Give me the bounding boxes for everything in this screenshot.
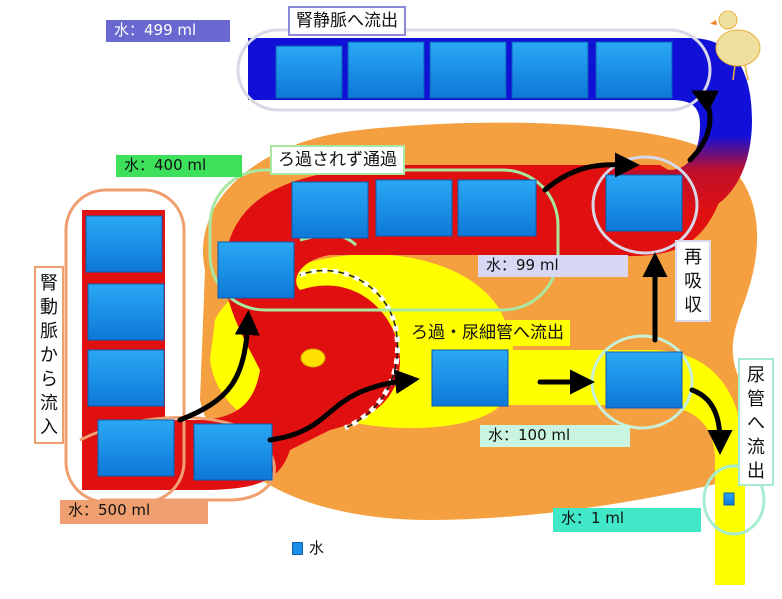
oval-ureter (702, 464, 766, 536)
arrow-efferent-to-vein (542, 152, 640, 193)
label-water-500: 水：500 ml (60, 500, 208, 524)
title-renal-artery: 腎動脈から流入 (34, 266, 64, 444)
water-block (85, 215, 163, 273)
legend: 水 (292, 537, 324, 558)
legend-water-swatch (292, 542, 303, 555)
label-water-1: 水：1 ml (553, 508, 701, 532)
water-block (97, 419, 175, 477)
label-water-499: 水：499 ml (106, 20, 230, 42)
title-to-ureter: 尿管へ流出 (738, 358, 774, 486)
water-block (87, 349, 165, 407)
water-block-filtered (431, 349, 509, 407)
legend-water-label: 水 (309, 539, 325, 557)
water-block (347, 41, 425, 99)
water-block (595, 41, 673, 99)
water-block (275, 45, 343, 99)
water-block-urine (723, 492, 735, 506)
water-block (87, 283, 165, 341)
title-reabsorption: 再吸収 (675, 240, 711, 322)
water-blocks-not-filtered (217, 179, 537, 299)
water-blocks-vein (275, 41, 673, 99)
glomerulus-spot (300, 348, 326, 368)
arrow-to-ureter (689, 387, 733, 455)
oval-renal-vein (236, 28, 712, 112)
water-block (511, 41, 589, 99)
label-water-99: 水：99 ml (478, 255, 628, 277)
water-block (193, 423, 273, 481)
filtration-barrier (299, 268, 401, 431)
water-block (291, 181, 369, 239)
title-not-filtered: ろ過されず通過 (270, 145, 405, 175)
arrow-to-vein (687, 90, 720, 163)
label-water-400: 水：400 ml (116, 155, 242, 177)
duck-illustration (710, 10, 761, 81)
arrow-artery-to-glomerulus (177, 310, 260, 423)
water-blocks-artery (85, 215, 273, 481)
title-renal-vein: 腎静脈へ流出 (288, 6, 406, 36)
water-block (217, 241, 295, 299)
arrow-filtration (267, 369, 420, 443)
water-block-tubule (605, 351, 683, 409)
water-block (457, 179, 537, 237)
water-block (429, 41, 507, 99)
flow-arrows (177, 90, 733, 455)
label-water-100: 水：100 ml (480, 425, 630, 447)
water-block (375, 179, 453, 237)
water-block-reabsorbed (605, 174, 683, 232)
title-filtered-to-tubule: ろ過・尿細管へ流出 (405, 320, 570, 346)
